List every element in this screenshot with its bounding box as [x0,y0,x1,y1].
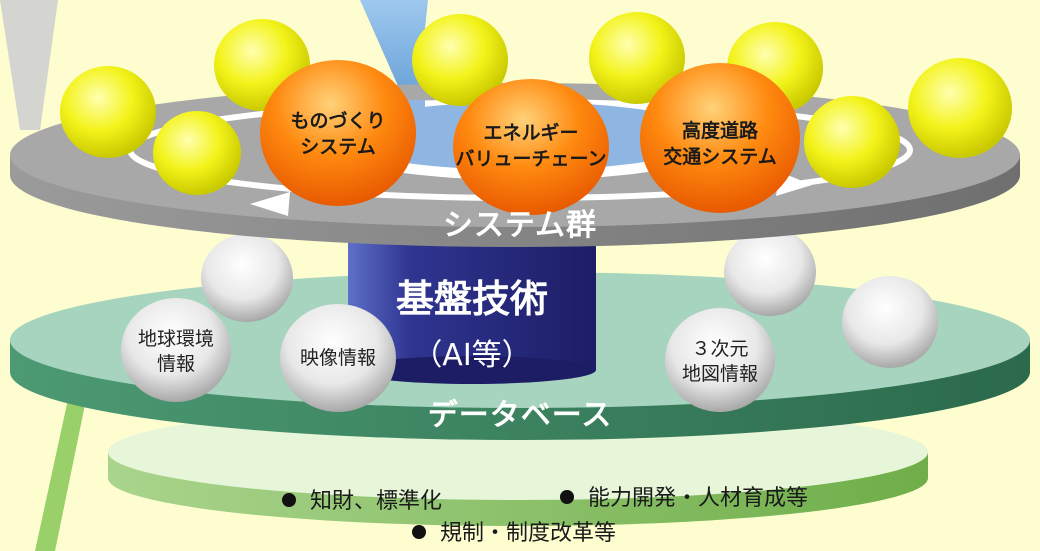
bottom-item-capability: 能力開発・人材育成等 [560,455,900,512]
orange-balls [260,60,800,215]
light-beam-gray [0,0,58,130]
light-beam-green [35,390,88,551]
orange-ball-label-energy: エネルギー バリューチェーン [455,122,607,170]
core-title: 基盤技術 [395,277,548,321]
bullet-dot [412,525,426,539]
gray-balls [121,228,938,412]
database-label: データベース [427,398,613,433]
core-subtitle: （AI等） [412,338,532,373]
bottom-item-regulation: 規制・制度改革等 [412,490,692,547]
bullet-dot [560,490,574,504]
gray-ball-label-3d-map: ３次元 地図情報 [681,338,758,385]
orange-ball-label-monozukuri: ものづくり システム [290,110,386,158]
gray-ball-label-earth-env: 地球環境 情報 [137,328,214,375]
orange-ball-label-its: 高度道路 交通システム [663,120,777,168]
bottom-item-ip: 知財、標準化 [282,458,542,515]
bullet-dot [282,493,296,507]
yellow-balls [60,12,1012,195]
gray-ball-label-video: 映像情報 [299,347,376,369]
systems-label: システム群 [442,208,598,243]
light-beam-blue [360,0,428,95]
